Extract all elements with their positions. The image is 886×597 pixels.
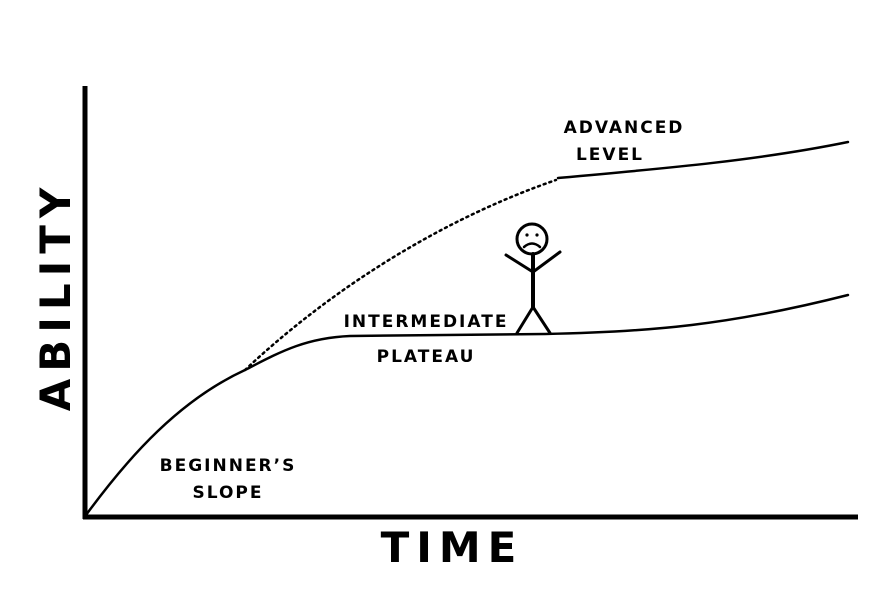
- figure-frown: [522, 242, 542, 249]
- figure-left-arm: [504, 253, 535, 274]
- intermediate-label-line1: INTERMEDIATE: [344, 312, 509, 332]
- figure-left-eye: [525, 233, 529, 237]
- advanced-label-line1: ADVANCED: [564, 118, 685, 138]
- figure-right-leg: [531, 305, 552, 335]
- potential-path-dotted-line: [243, 178, 558, 372]
- figure-left-leg: [515, 305, 535, 335]
- learning-curve-line: [84, 293, 850, 517]
- intermediate-label-line2: PLATEAU: [377, 347, 476, 367]
- beginner-label-line1: BEGINNER’S: [160, 456, 297, 476]
- y-axis-label: ABILITY: [31, 181, 80, 412]
- figure-right-arm: [531, 250, 562, 274]
- sad-stick-figure-icon: [504, 222, 562, 335]
- figure-right-eye: [535, 233, 539, 237]
- beginner-label-line2: SLOPE: [193, 483, 264, 503]
- advanced-label-line2: LEVEL: [576, 145, 644, 165]
- advanced-level-line: [556, 140, 850, 180]
- x-axis-label: TIME: [381, 523, 524, 572]
